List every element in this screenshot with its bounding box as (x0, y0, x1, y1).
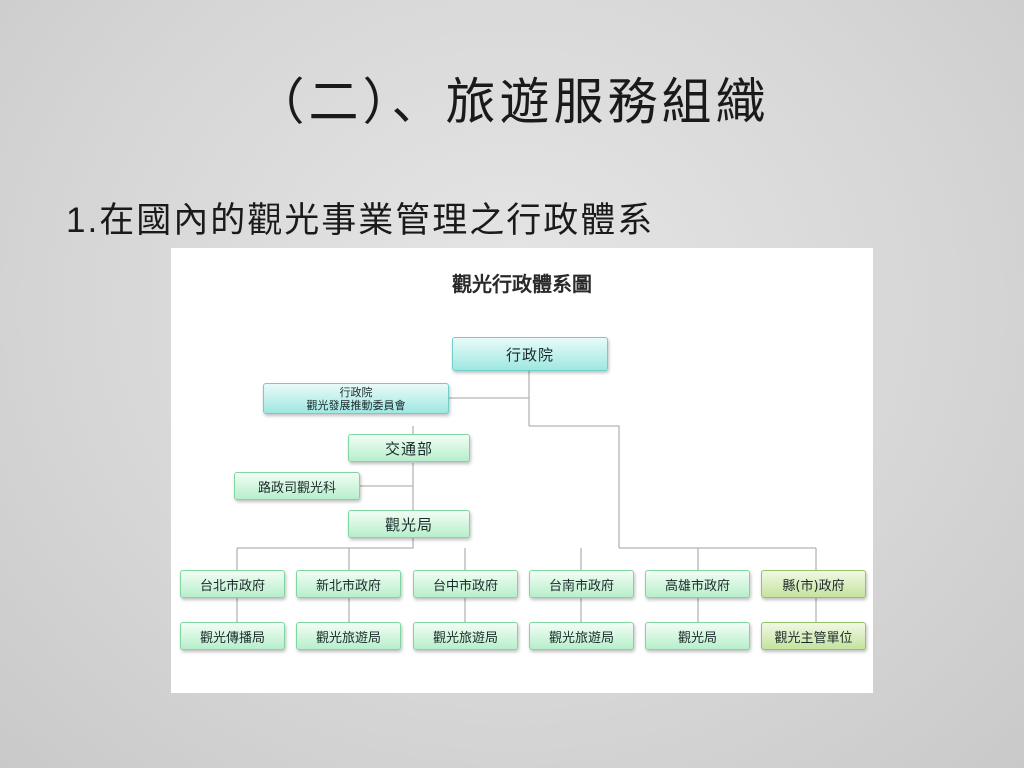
gov-kaohsiung-node: 高雄市政府 (645, 570, 750, 598)
gov-county-node: 縣(市)政府 (761, 570, 866, 598)
subtitle-number: 1. (66, 201, 100, 240)
tourism-committee-node: 行政院 觀光發展推動委員會 (263, 383, 449, 414)
diagram-title: 觀光行政體系圖 (452, 272, 592, 296)
agency-county-node: 觀光主管單位 (761, 622, 866, 650)
connector-lines (236, 371, 817, 622)
agency-newtaipei-node: 觀光旅遊局 (296, 622, 401, 650)
slide-subtitle: 1.在國內的觀光事業管理之行政體系 (66, 192, 654, 243)
org-chart-panel: 觀光行政體系圖 行政院 行政院 觀光發展推動委員會 交通部 路政司觀光科 觀光局… (171, 248, 873, 693)
gov-newtaipei-node: 新北市政府 (296, 570, 401, 598)
committee-line2: 觀光發展推動委員會 (306, 398, 406, 412)
subtitle-text: 在國內的觀光事業管理之行政體系 (99, 201, 655, 241)
tourism-bureau-node: 觀光局 (348, 510, 470, 538)
agency-tainan-node: 觀光旅遊局 (529, 622, 634, 650)
gov-taipei-node: 台北市政府 (180, 570, 285, 598)
agency-taipei-node: 觀光傳播局 (180, 622, 285, 650)
agency-kaohsiung-node: 觀光局 (645, 622, 750, 650)
agency-taichung-node: 觀光旅遊局 (413, 622, 518, 650)
gov-tainan-node: 台南市政府 (529, 570, 634, 598)
slide-title: （二）、旅遊服務組織 (254, 73, 770, 131)
committee-line1: 行政院 (339, 385, 373, 399)
motc-node: 交通部 (348, 434, 470, 462)
gov-taichung-node: 台中市政府 (413, 570, 518, 598)
road-division-node: 路政司觀光科 (234, 472, 360, 500)
executive-yuan-node: 行政院 (452, 337, 608, 371)
